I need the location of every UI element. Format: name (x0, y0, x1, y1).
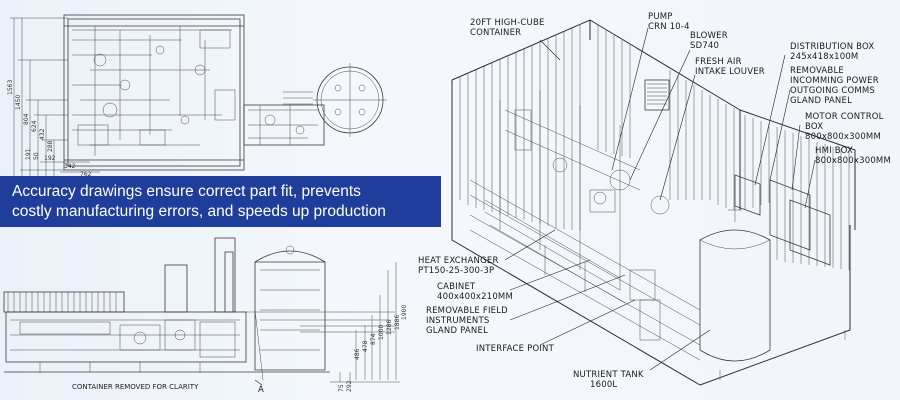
side-dim-478: 478 (362, 340, 369, 352)
label-field-panel-line1: REMOVABLE FIELD (426, 306, 508, 316)
side-view-drawing: 75 292 486 478 874 1000 1286 1886 1900 C… (3, 237, 408, 395)
label-motor-box-line3: 800x800x300MM (805, 132, 881, 142)
top-dim-432: 432 (39, 128, 46, 140)
annotation-labels: 20FT HIGH-CUBE CONTAINER PUMP CRN 10-4 B… (418, 12, 891, 390)
banner-line-2: costly manufacturing errors, and speeds … (12, 203, 386, 220)
side-dim-486: 486 (354, 348, 361, 360)
label-power-panel-line2: INCOMMING POWER (790, 76, 879, 86)
top-dim-288: 288 (47, 140, 54, 152)
top-dim-1563: 1563 (7, 80, 14, 95)
top-dim-192: 192 (44, 155, 56, 162)
isometric-container (451, 19, 856, 386)
leader-lines (504, 27, 816, 371)
top-dim-1450: 1450 (15, 95, 22, 110)
label-heat-exchanger-line1: HEAT EXCHANGER (418, 256, 499, 266)
label-cabinet-line2: 400x400x210MM (437, 292, 513, 302)
top-dim-804: 804 (23, 113, 30, 125)
section-label-a: A (258, 385, 264, 395)
top-dim-191: 191 (25, 148, 32, 160)
label-motor-box-line1: MOTOR CONTROL (805, 112, 884, 122)
label-pump-line2: CRN 10-4 (648, 22, 690, 32)
top-dim-342: 342 (64, 163, 76, 170)
side-dim-1000: 1000 (378, 325, 385, 340)
label-power-panel-line3: OUTGOING COMMS (790, 86, 875, 96)
label-interface-point: INTERFACE POINT (476, 344, 555, 354)
caption-banner: Accuracy drawings ensure correct part fi… (0, 176, 441, 227)
label-louver-line1: FRESH AIR (695, 57, 742, 67)
side-dim-874: 874 (370, 333, 377, 345)
side-view-caption: CONTAINER REMOVED FOR CLARITY (72, 383, 199, 391)
label-distribution-line1: DISTRIBUTION BOX (790, 42, 874, 52)
label-heat-exchanger-line2: PT150-25-300-3P (418, 266, 494, 276)
banner-line-1: Accuracy drawings ensure correct part fi… (12, 183, 361, 200)
label-motor-box-line2: BOX (805, 122, 823, 132)
side-dim-1286: 1286 (386, 320, 393, 335)
label-hmi-box-line2: 800x800x300MM (815, 156, 891, 166)
label-field-panel-line3: GLAND PANEL (426, 326, 488, 336)
top-dim-762: 762 (80, 171, 92, 178)
label-power-panel-line4: GLAND PANEL (790, 96, 852, 106)
label-nutrient-tank-line1: NUTRIENT TANK (573, 370, 644, 380)
label-blower-line2: SD740 (690, 41, 719, 51)
label-nutrient-tank-line2: 1600L (590, 380, 617, 390)
top-dim-50: 50 (33, 152, 40, 160)
side-dim-1886: 1886 (394, 315, 401, 330)
side-dim-1900: 1900 (401, 305, 408, 320)
side-dim-75: 75 (338, 384, 345, 392)
label-container-line1: 20FT HIGH-CUBE (470, 18, 545, 28)
label-hmi-box-line1: HMI BOX (815, 146, 853, 156)
label-distribution-line2: 245x418x100M (790, 52, 858, 62)
label-power-panel-line1: REMOVABLE (790, 66, 844, 76)
label-blower-line1: BLOWER (690, 31, 728, 41)
top-view-drawing: 1563 1450 804 624 432 288 191 50 192 342… (7, 14, 387, 178)
top-dim-624: 624 (31, 120, 38, 132)
label-pump-line1: PUMP (648, 12, 673, 22)
side-dim-292: 292 (346, 380, 353, 392)
label-louver-line2: INTAKE LOUVER (695, 67, 765, 77)
label-field-panel-line2: INSTRUMENTS (426, 316, 489, 326)
label-container-line2: CONTAINER (470, 28, 521, 38)
label-cabinet-line1: CABINET (437, 282, 476, 292)
